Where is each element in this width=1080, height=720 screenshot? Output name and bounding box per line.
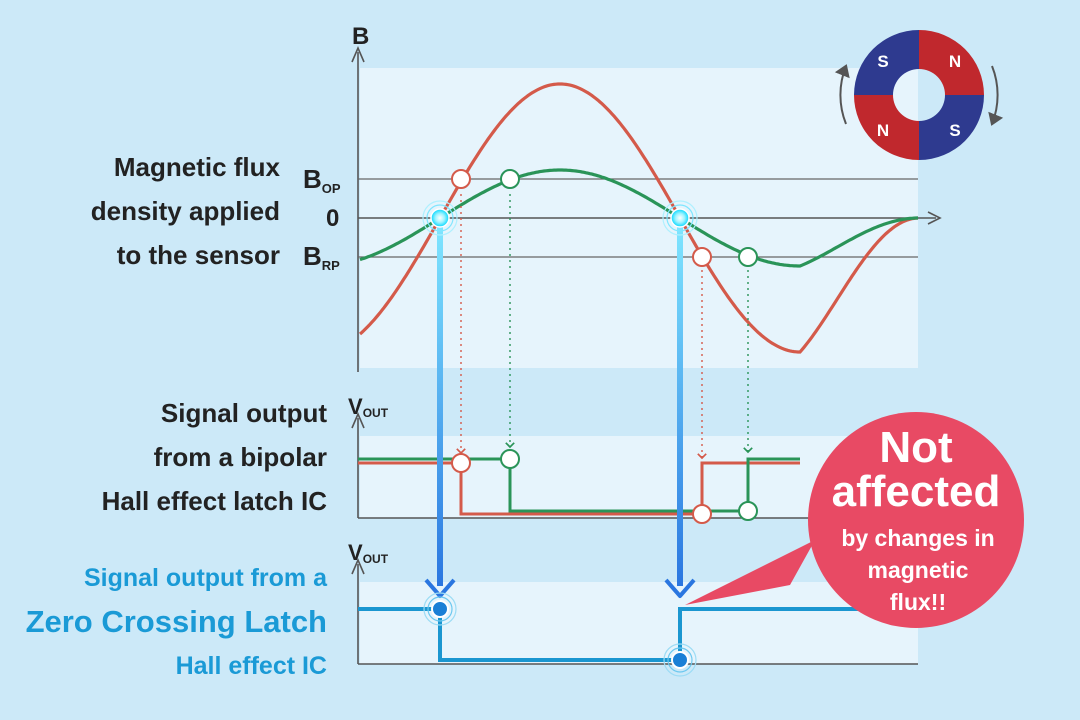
svg-text:density applied: density applied xyxy=(91,196,280,226)
callout-line-4: magnetic xyxy=(868,557,969,583)
green-flux-curve xyxy=(359,168,918,268)
zcl-point-1 xyxy=(423,592,457,626)
svg-text:Zero Crossing Latch: Zero Crossing Latch xyxy=(26,604,327,639)
red-latch-point-2 xyxy=(692,504,712,524)
magnet-pole-bottom-right: S xyxy=(949,121,960,140)
b-axis-label: B xyxy=(352,23,369,50)
rotation-arrow-left-icon xyxy=(834,64,850,125)
b-axis xyxy=(351,45,365,372)
magnet-pole-bottom-left: N xyxy=(877,121,889,140)
zero-crossing-marker-1 xyxy=(422,200,458,236)
svg-text:to the sensor: to the sensor xyxy=(117,240,280,270)
red-brp-point xyxy=(692,247,712,267)
zcl-panel xyxy=(360,582,918,664)
callout-line-1: Not xyxy=(879,423,953,472)
green-bop-point xyxy=(500,169,520,189)
red-latch-output xyxy=(358,461,800,516)
bop-label: BOP xyxy=(303,164,341,196)
zcl-description: Signal output from a Zero Crossing Latch… xyxy=(26,564,329,680)
magnet-ring: S N N S xyxy=(834,30,1004,160)
vout1-label: VOUT xyxy=(348,394,389,420)
red-flux-curve xyxy=(358,82,919,354)
svg-text:Signal output from a: Signal output from a xyxy=(84,564,328,592)
callout-line-3: by changes in xyxy=(841,525,994,551)
magnet-pole-top-left: S xyxy=(877,52,888,71)
zero-crossing-drop-2 xyxy=(664,224,696,598)
magnet-pole-top-right: N xyxy=(949,52,961,71)
zero-crossing-drop-1 xyxy=(424,224,456,598)
zcl-output xyxy=(358,607,918,662)
svg-text:Hall effect IC: Hall effect IC xyxy=(176,652,327,680)
brp-label: BRP xyxy=(303,241,340,273)
callout-line-5: flux!! xyxy=(890,589,946,615)
vout2-label: VOUT xyxy=(348,540,389,566)
zcl-point-2 xyxy=(663,643,697,677)
flux-description: Magnetic flux density applied to the sen… xyxy=(91,152,281,270)
green-latch-point-1 xyxy=(500,449,520,469)
svg-text:Magnetic flux: Magnetic flux xyxy=(114,152,281,182)
vout2-axis xyxy=(351,557,918,665)
zero-crossing-marker-2 xyxy=(662,200,698,236)
svg-text:Hall effect latch IC: Hall effect latch IC xyxy=(102,486,328,516)
red-latch-point-1 xyxy=(451,453,471,473)
zero-label: 0 xyxy=(326,205,339,232)
svg-text:from a bipolar: from a bipolar xyxy=(154,442,327,472)
time-axis-1 xyxy=(358,211,942,225)
green-latch-point-2 xyxy=(738,501,758,521)
red-bop-point xyxy=(451,169,471,189)
callout-line-2: affected xyxy=(832,467,1001,516)
rotation-arrow-right-icon xyxy=(988,65,1004,126)
green-latch-output xyxy=(358,457,800,513)
callout-bubble: Not affected by changes in magnetic flux… xyxy=(685,412,1024,628)
bipolar-description: Signal output from a bipolar Hall effect… xyxy=(102,398,328,516)
green-brp-point xyxy=(738,247,758,267)
svg-text:Signal output: Signal output xyxy=(161,398,327,428)
